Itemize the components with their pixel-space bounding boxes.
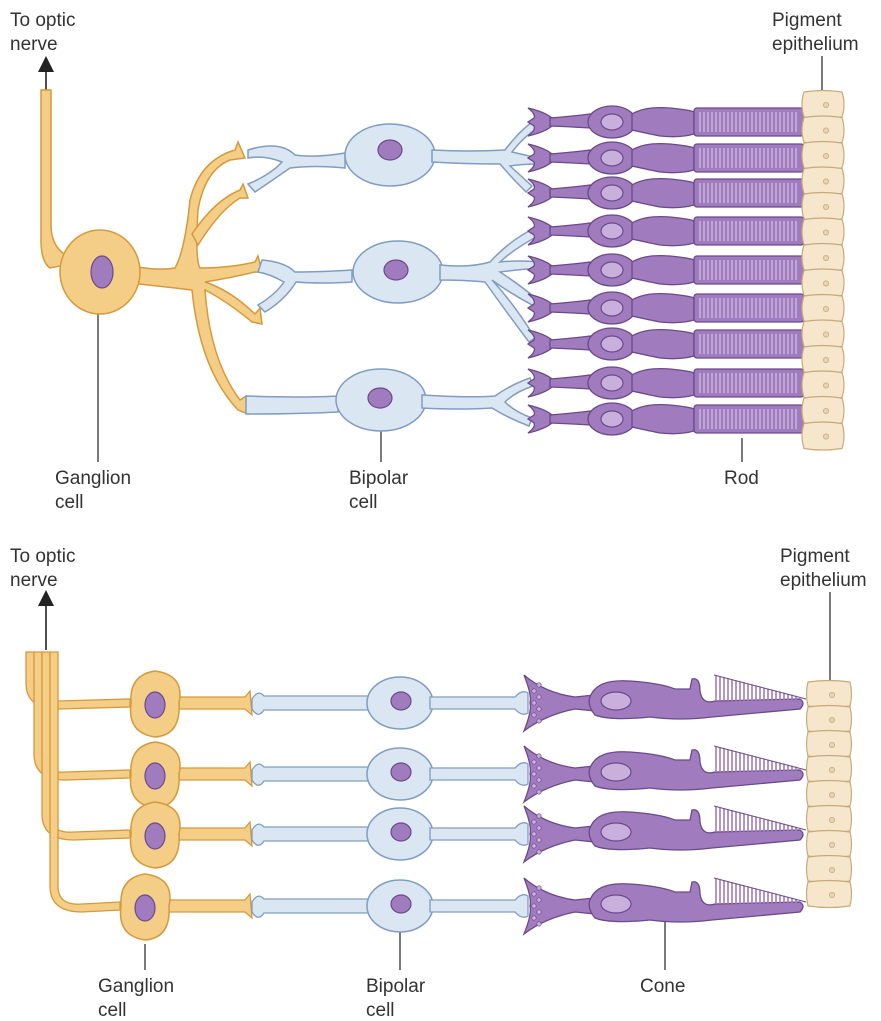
rod-cell xyxy=(528,328,804,360)
bipolar-cell-label-line1: Bipolar xyxy=(349,468,409,489)
rod-cell xyxy=(528,254,804,286)
pigment-cell xyxy=(802,320,844,348)
bipolar-cell xyxy=(252,748,528,800)
rod-cell xyxy=(528,177,804,209)
rod-label: Rod xyxy=(724,468,759,489)
pigment-cell xyxy=(802,116,844,144)
bipolar-cell xyxy=(252,880,528,932)
pigment-epithelium-label-line2: epithelium xyxy=(772,34,859,55)
cone-rows xyxy=(26,652,806,940)
pigment-cell xyxy=(802,167,844,195)
optic-nerve-label-line1: To optic xyxy=(10,10,75,31)
rod-cell xyxy=(528,403,804,435)
pigment-epithelium xyxy=(802,91,844,451)
pigment-cell xyxy=(802,244,844,272)
ganglion-cell xyxy=(131,671,253,737)
pigment-cell xyxy=(802,269,844,297)
cone-cell xyxy=(524,806,806,862)
pigment-cell xyxy=(802,218,844,246)
rods xyxy=(528,106,804,435)
pigment-epithelium-label-line1: Pigment xyxy=(772,10,842,31)
bipolar-cell-label-line2: cell xyxy=(349,492,378,513)
ganglion-cell xyxy=(121,874,253,940)
optic-nerve-fibres xyxy=(26,652,130,912)
ganglion-cell-label-line1: Ganglion xyxy=(55,468,131,489)
pigment-cell xyxy=(802,422,844,450)
ganglion-cell-label-line1: Ganglion xyxy=(98,976,174,997)
ganglion-cell xyxy=(131,742,253,808)
pigment-cell xyxy=(807,731,852,758)
pigment-epithelium-label-line1: Pigment xyxy=(780,546,850,567)
cone-pathway xyxy=(131,802,807,868)
ganglion-cell xyxy=(41,90,262,414)
pigment-cell xyxy=(807,756,852,783)
cone-pathway xyxy=(121,874,807,940)
bipolar-cell-label-line2: cell xyxy=(366,1000,395,1021)
pigment-cell xyxy=(807,856,852,883)
cone-cell xyxy=(524,746,806,802)
pigment-cell xyxy=(807,831,852,858)
pigment-cell xyxy=(802,371,844,399)
cone-pathway xyxy=(131,742,807,808)
ganglion-cell xyxy=(131,802,253,868)
pigment-cell xyxy=(802,142,844,170)
ganglion-cell-label-line2: cell xyxy=(98,1000,127,1021)
pigment-cell xyxy=(807,881,852,908)
bipolar-cell xyxy=(252,808,528,860)
pigment-epithelium xyxy=(807,681,852,908)
cone-panel: To optic nerve Pigment epithelium Gangli… xyxy=(10,546,867,1021)
rod-cell xyxy=(528,367,804,399)
rod-cell xyxy=(528,142,804,174)
rod-panel: To optic nerve Pigment epithelium Gangli… xyxy=(10,10,859,513)
pigment-cell xyxy=(802,397,844,425)
ganglion-cell-label-line2: cell xyxy=(55,492,84,513)
rod-cell xyxy=(528,215,804,247)
pigment-cell xyxy=(802,295,844,323)
pigment-cell xyxy=(802,193,844,221)
rod-cell xyxy=(528,292,804,324)
bipolar-cell xyxy=(246,120,540,431)
pigment-cell xyxy=(807,781,852,808)
pigment-cell xyxy=(807,706,852,733)
pigment-cell xyxy=(807,806,852,833)
pigment-epithelium-label-line2: epithelium xyxy=(780,570,867,591)
pigment-cell xyxy=(802,91,844,119)
bipolar-cell xyxy=(252,677,528,729)
pigment-cell xyxy=(807,681,852,708)
rod-cell xyxy=(528,106,804,138)
optic-nerve-label-line1: To optic xyxy=(10,546,75,567)
bipolar-cell-label-line1: Bipolar xyxy=(366,976,426,997)
cone-label: Cone xyxy=(640,976,685,997)
cone-cell xyxy=(524,675,806,731)
cone-pathway xyxy=(131,671,807,737)
pigment-cell xyxy=(802,346,844,374)
optic-nerve-label-line2: nerve xyxy=(10,570,58,591)
optic-nerve-label-line2: nerve xyxy=(10,34,58,55)
